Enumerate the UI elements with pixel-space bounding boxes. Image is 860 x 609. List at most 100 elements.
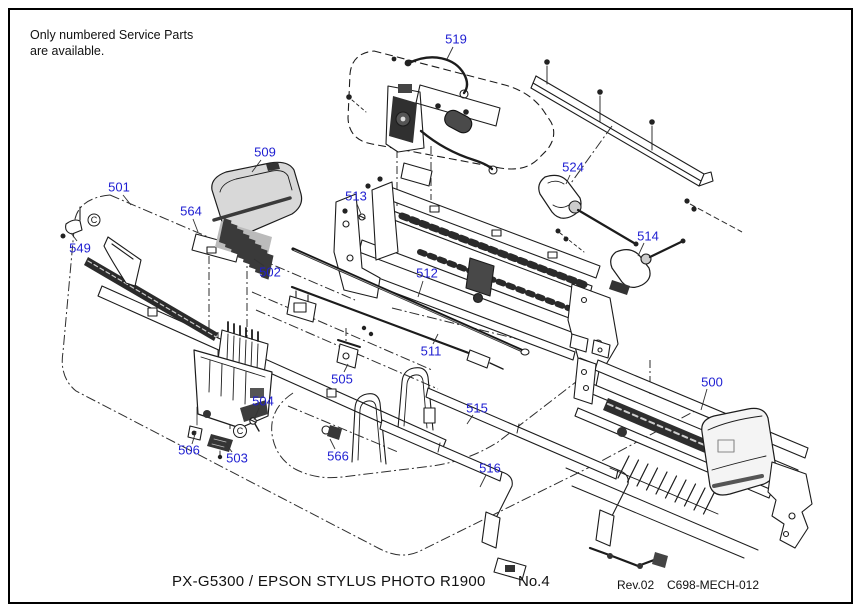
bar-edge [532, 82, 702, 182]
clip-ticks [211, 438, 227, 448]
leader-line-515 [466, 414, 474, 425]
screw-513-icon [358, 213, 366, 221]
pump-housing [701, 407, 777, 496]
tub-ribs [208, 359, 247, 405]
service-note-line2: are available. [30, 44, 105, 58]
ref-marker-letter-0: C [91, 215, 98, 225]
cable-lower [419, 129, 494, 171]
motor-ring-lines [547, 180, 570, 208]
motor-cap-514 [640, 253, 652, 265]
corner-bracket-line [111, 243, 134, 260]
tub-block [250, 388, 264, 398]
footer-revision: Rev.02 [617, 578, 655, 592]
plate-hole [582, 384, 590, 392]
lever-pivot [637, 563, 643, 569]
ink-system-group [191, 161, 303, 280]
lever-pivot [607, 553, 613, 559]
frame-left-plate-2 [371, 181, 399, 261]
part-label-500: 500 [701, 375, 723, 390]
motor-shaft-519 [400, 116, 406, 122]
screw-icon [463, 109, 469, 115]
frame-rack-row-2 [417, 249, 587, 317]
screw-icon [555, 228, 561, 234]
cable-upper [407, 56, 469, 95]
bracket-flange-505 [337, 339, 361, 348]
leader-line-566 [329, 438, 336, 450]
bar-left-cap [530, 75, 537, 89]
bracket-hole-505 [342, 352, 350, 360]
bar-edge [530, 87, 700, 187]
corner-bracket [103, 236, 142, 287]
base-top-bracket [569, 333, 589, 353]
cable-connector [404, 59, 412, 67]
shaft-end-cap [520, 348, 530, 356]
leader-line-509 [251, 159, 262, 173]
part-label-505: 505 [331, 372, 353, 387]
part-label-512: 512 [416, 266, 438, 281]
frame-clip [429, 205, 440, 213]
part-label-501: 501 [108, 180, 130, 195]
leader-line-503 [225, 443, 233, 453]
leader-line-513 [356, 203, 362, 215]
part-label-506: 506 [178, 443, 200, 458]
carriage-latch [465, 257, 495, 297]
upper-bracket [286, 295, 317, 323]
screw-icon [597, 89, 603, 95]
screw-icon [684, 198, 690, 204]
guide-515-tab [423, 407, 436, 424]
screw-icon [365, 183, 371, 189]
lever-bracket [652, 552, 668, 568]
assembly-markers: CC [87, 213, 247, 438]
screw-icon-503 [217, 454, 223, 460]
guide-515-right-hook [611, 469, 629, 517]
leader-line-505 [343, 363, 349, 373]
holder-pins [227, 321, 259, 342]
paper-support-ribs [617, 455, 716, 515]
footer-doc-code: C698-MECH-012 [667, 578, 760, 592]
guide-515-foot [595, 509, 615, 547]
tub-rim [200, 356, 266, 378]
base-right-plate [767, 461, 813, 549]
leader-line-500 [700, 388, 708, 411]
bar-edge [535, 75, 705, 175]
motor-shaft-524 [576, 208, 636, 245]
frame-clip [547, 251, 558, 259]
latch-roller [472, 292, 484, 304]
rail-seam [516, 423, 520, 434]
leader-line-564 [192, 218, 199, 233]
frame-rack-row-1 [398, 212, 592, 290]
upper-bracket-slot [293, 302, 307, 313]
clip-503 [207, 434, 233, 452]
frame-right-plate [567, 283, 619, 369]
guide-shaft-hatch [87, 260, 217, 338]
ref-marker-circle-1 [233, 424, 247, 438]
screw-icon [377, 176, 383, 182]
dashed-boundary-519 [347, 50, 555, 170]
bottom-bracket-block [505, 565, 515, 572]
shaft-tip [633, 241, 639, 247]
screw-icon [361, 325, 367, 331]
shaft-tip [680, 238, 686, 244]
fitting-566 [327, 425, 342, 440]
guide-516-hook-inner [357, 400, 382, 463]
release-lever [588, 546, 656, 568]
screw-icon [368, 331, 374, 337]
leader-line-524 [565, 174, 571, 185]
part-label-503: 503 [226, 451, 248, 466]
motor-bracket-514 [609, 280, 630, 295]
paper-guides [351, 367, 629, 549]
phantom-screw-axis [689, 203, 743, 233]
base-assembly-500 [493, 333, 813, 581]
page-border [8, 8, 853, 604]
cover-latch [266, 162, 280, 171]
leader-line-506 [191, 430, 197, 445]
leader-line-514 [637, 242, 645, 257]
plate-hole [346, 254, 354, 262]
part-label-564: 564 [180, 204, 202, 219]
damper-cylinder [444, 109, 473, 134]
part-label-515: 515 [466, 401, 488, 416]
ink-cartridges-502 [219, 218, 274, 280]
screw-icon [544, 59, 550, 65]
